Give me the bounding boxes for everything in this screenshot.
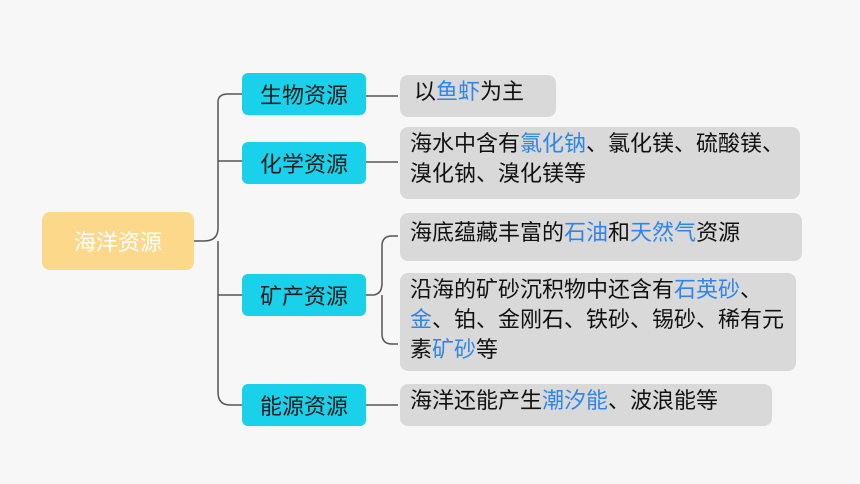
category-label: 化学资源 — [259, 153, 348, 178]
leaf-text: 、铂、金刚石、铁砂、锡砂、稀有元素 — [410, 308, 785, 363]
highlight-text: 氯化钠 — [520, 132, 587, 157]
category-label: 能源资源 — [259, 395, 348, 420]
connector-mineral-bracket — [366, 235, 398, 296]
leaf-text: 、氯化镁、硫酸镁、溴化钠、溴化镁等 — [410, 132, 785, 187]
highlight-text: 金 — [410, 308, 433, 333]
leaf-biological: 以鱼虾为主 — [400, 75, 556, 117]
leaf-text: 海水中含有 — [410, 132, 521, 157]
leaf-chemical: 海水中含有氯化钠、氯化镁、硫酸镁、溴化钠、溴化镁等 — [400, 127, 800, 199]
highlight-text: 天然气 — [630, 221, 697, 246]
connector-root — [194, 93, 242, 242]
leaf-text: 和 — [608, 221, 631, 246]
highlight-text: 鱼虾 — [436, 80, 481, 105]
leaf-energy: 海洋还能产生潮汐能、波浪能等 — [400, 384, 772, 426]
highlight-text: 石油 — [564, 221, 609, 246]
leaf-mineral-oil-gas: 海底蕴藏丰富的石油和天然气资源 — [400, 213, 802, 261]
leaf-text: 以 — [414, 80, 437, 105]
category-mineral: 矿产资源 — [242, 274, 366, 316]
leaf-text: 沿海的矿砂沉积物中还含有 — [410, 278, 675, 303]
root-node: 海洋资源 — [42, 212, 194, 270]
connector-mineral-bracket-b — [381, 295, 398, 345]
leaf-text: 等 — [476, 338, 499, 363]
connector-energy — [217, 241, 242, 406]
category-energy: 能源资源 — [242, 384, 366, 426]
leaf-text: 为主 — [480, 80, 525, 105]
leaf-mineral-sand: 沿海的矿砂沉积物中还含有石英砂、金、铂、金刚石、铁砂、锡砂、稀有元素矿砂等 — [400, 273, 796, 371]
category-chemical: 化学资源 — [242, 142, 366, 184]
highlight-text: 潮汐能 — [542, 389, 609, 414]
leaf-text: 资源 — [696, 221, 741, 246]
highlight-text: 矿砂 — [432, 338, 477, 363]
category-label: 生物资源 — [259, 84, 348, 109]
leaf-text: 海洋还能产生 — [410, 389, 543, 414]
leaf-text: 海底蕴藏丰富的 — [410, 221, 565, 246]
root-label: 海洋资源 — [73, 231, 162, 256]
category-label: 矿产资源 — [259, 285, 348, 310]
leaf-text: 、波浪能等 — [608, 389, 719, 414]
leaf-text: 、 — [740, 278, 763, 303]
highlight-text: 石英砂 — [674, 278, 741, 303]
category-biological: 生物资源 — [242, 73, 366, 115]
